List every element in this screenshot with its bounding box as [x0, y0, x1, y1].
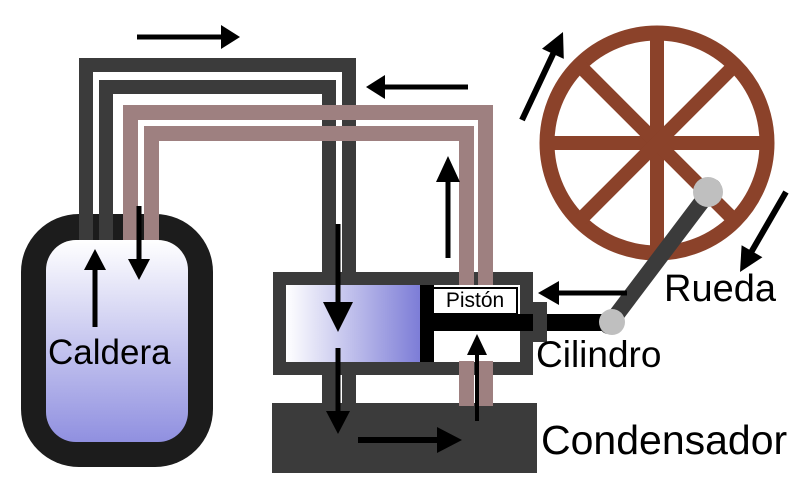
cylinder-label: Cilindro	[536, 334, 662, 375]
steam-pipe-inner-horizontal	[99, 80, 336, 94]
boiler-inlet-down-arrow	[128, 206, 150, 280]
return-pipe-outer-right-vertical	[478, 105, 493, 288]
return-pipe-condenser-stub-outer	[478, 361, 493, 406]
return-pipe-condenser-stub-inner	[459, 361, 474, 406]
condenser-inlet-down-arrow	[326, 348, 350, 434]
rod-joint-pin	[599, 309, 625, 335]
piston-rod	[434, 314, 616, 331]
wheel-rotation-arrow-top	[519, 32, 564, 122]
wheel-label: Rueda	[664, 268, 776, 310]
return-pipe-outer-left-vertical	[123, 105, 138, 244]
crank-pin	[693, 177, 723, 207]
steam-pipe-condenser-stub-inner	[322, 375, 336, 403]
connecting-rod	[600, 179, 721, 334]
condenser-label: Condensador	[541, 417, 788, 463]
steam-pipe-outer-left-vertical	[79, 58, 93, 244]
return-pipe-outer-horizontal	[123, 105, 493, 120]
piston-label: Pistón	[445, 289, 505, 312]
cylinder-steam-fill	[286, 285, 420, 362]
piston-rod-left-arrow	[538, 281, 627, 305]
steam-flow-right-arrow	[137, 25, 240, 49]
return-pipe-inner-right-vertical	[459, 126, 474, 288]
steam-pipe-condenser-stub-outer	[342, 375, 356, 403]
steam-pipe-outer-horizontal	[79, 58, 356, 72]
cylinder-inlet-down-arrow	[323, 224, 353, 332]
boiler-water	[46, 240, 188, 442]
rod-gland	[533, 302, 547, 342]
condenser-outlet-up-arrow	[467, 334, 487, 421]
piston-plate	[420, 285, 434, 362]
boiler-label: Caldera	[48, 333, 171, 372]
piston-label-box: Pistón	[432, 287, 518, 315]
condenser-flow-right-arrow	[358, 427, 462, 453]
return-pipe-inner-left-vertical	[144, 126, 159, 244]
wheel-rotation-arrow-bottom	[740, 190, 789, 272]
return-flow-left-arrow	[366, 75, 468, 99]
boiler-outlet-up-arrow	[84, 249, 106, 327]
return-riser-up-arrow	[436, 156, 460, 258]
return-pipe-inner-horizontal	[144, 126, 474, 141]
steam-pipe-inner-left-vertical	[99, 80, 113, 244]
